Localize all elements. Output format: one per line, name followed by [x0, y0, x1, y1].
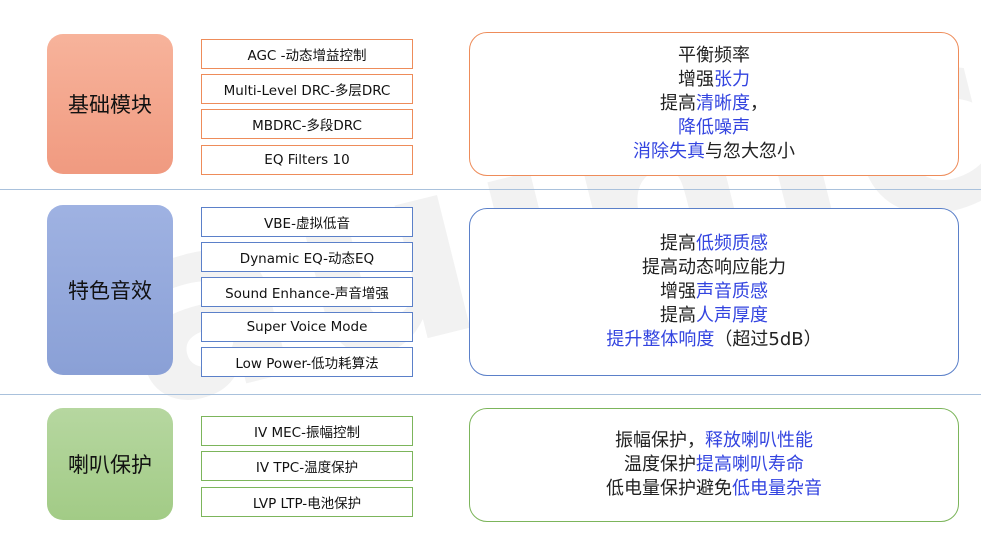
benefit-line: 提高动态响应能力 [642, 257, 786, 278]
module-item: Dynamic EQ-动态EQ [201, 242, 413, 272]
benefit-line: 提高低频质感 [660, 233, 768, 254]
benefit-line: 提升整体响度（超过5dB） [606, 329, 822, 350]
category-label: 特色音效 [68, 279, 152, 303]
category-speaker-protection: 喇叭保护 [47, 408, 173, 520]
benefit-line: 振幅保护，释放喇叭性能 [615, 430, 813, 451]
module-item: EQ Filters 10 [201, 145, 413, 175]
module-item: Super Voice Mode [201, 312, 413, 342]
category-featured-effects: 特色音效 [47, 205, 173, 375]
benefit-line: 低电量保护避免低电量杂音 [606, 478, 822, 499]
module-item: Sound Enhance-声音增强 [201, 277, 413, 307]
benefit-line: 增强声音质感 [660, 281, 768, 302]
module-item: Multi-Level DRC-多层DRC [201, 74, 413, 104]
benefit-box: 平衡频率 增强张力 提高清晰度， 降低噪声 消除失真与忽大忽小 [469, 32, 959, 176]
benefit-box: 提高低频质感 提高动态响应能力 增强声音质感 提高人声厚度 提升整体响度（超过5… [469, 208, 959, 376]
benefit-line: 平衡频率 [678, 45, 750, 66]
benefit-line: 提高人声厚度 [660, 305, 768, 326]
section-divider [0, 189, 981, 190]
module-item: VBE-虚拟低音 [201, 207, 413, 237]
module-item: MBDRC-多段DRC [201, 109, 413, 139]
category-label: 喇叭保护 [68, 453, 152, 477]
benefit-box: 振幅保护，释放喇叭性能 温度保护提高喇叭寿命 低电量保护避免低电量杂音 [469, 408, 959, 522]
benefit-line: 消除失真与忽大忽小 [633, 141, 795, 162]
module-item: AGC -动态增益控制 [201, 39, 413, 69]
module-item: IV MEC-振幅控制 [201, 416, 413, 446]
benefit-line: 温度保护提高喇叭寿命 [624, 454, 804, 475]
benefit-line: 降低噪声 [678, 117, 750, 138]
category-label: 基础模块 [68, 93, 152, 117]
category-basic-modules: 基础模块 [47, 34, 173, 174]
module-item: IV TPC-温度保护 [201, 451, 413, 481]
section-divider [0, 394, 981, 395]
module-item: Low Power-低功耗算法 [201, 347, 413, 377]
benefit-line: 提高清晰度， [660, 93, 768, 114]
benefit-line: 增强张力 [678, 69, 750, 90]
module-item: LVP LTP-电池保护 [201, 487, 413, 517]
